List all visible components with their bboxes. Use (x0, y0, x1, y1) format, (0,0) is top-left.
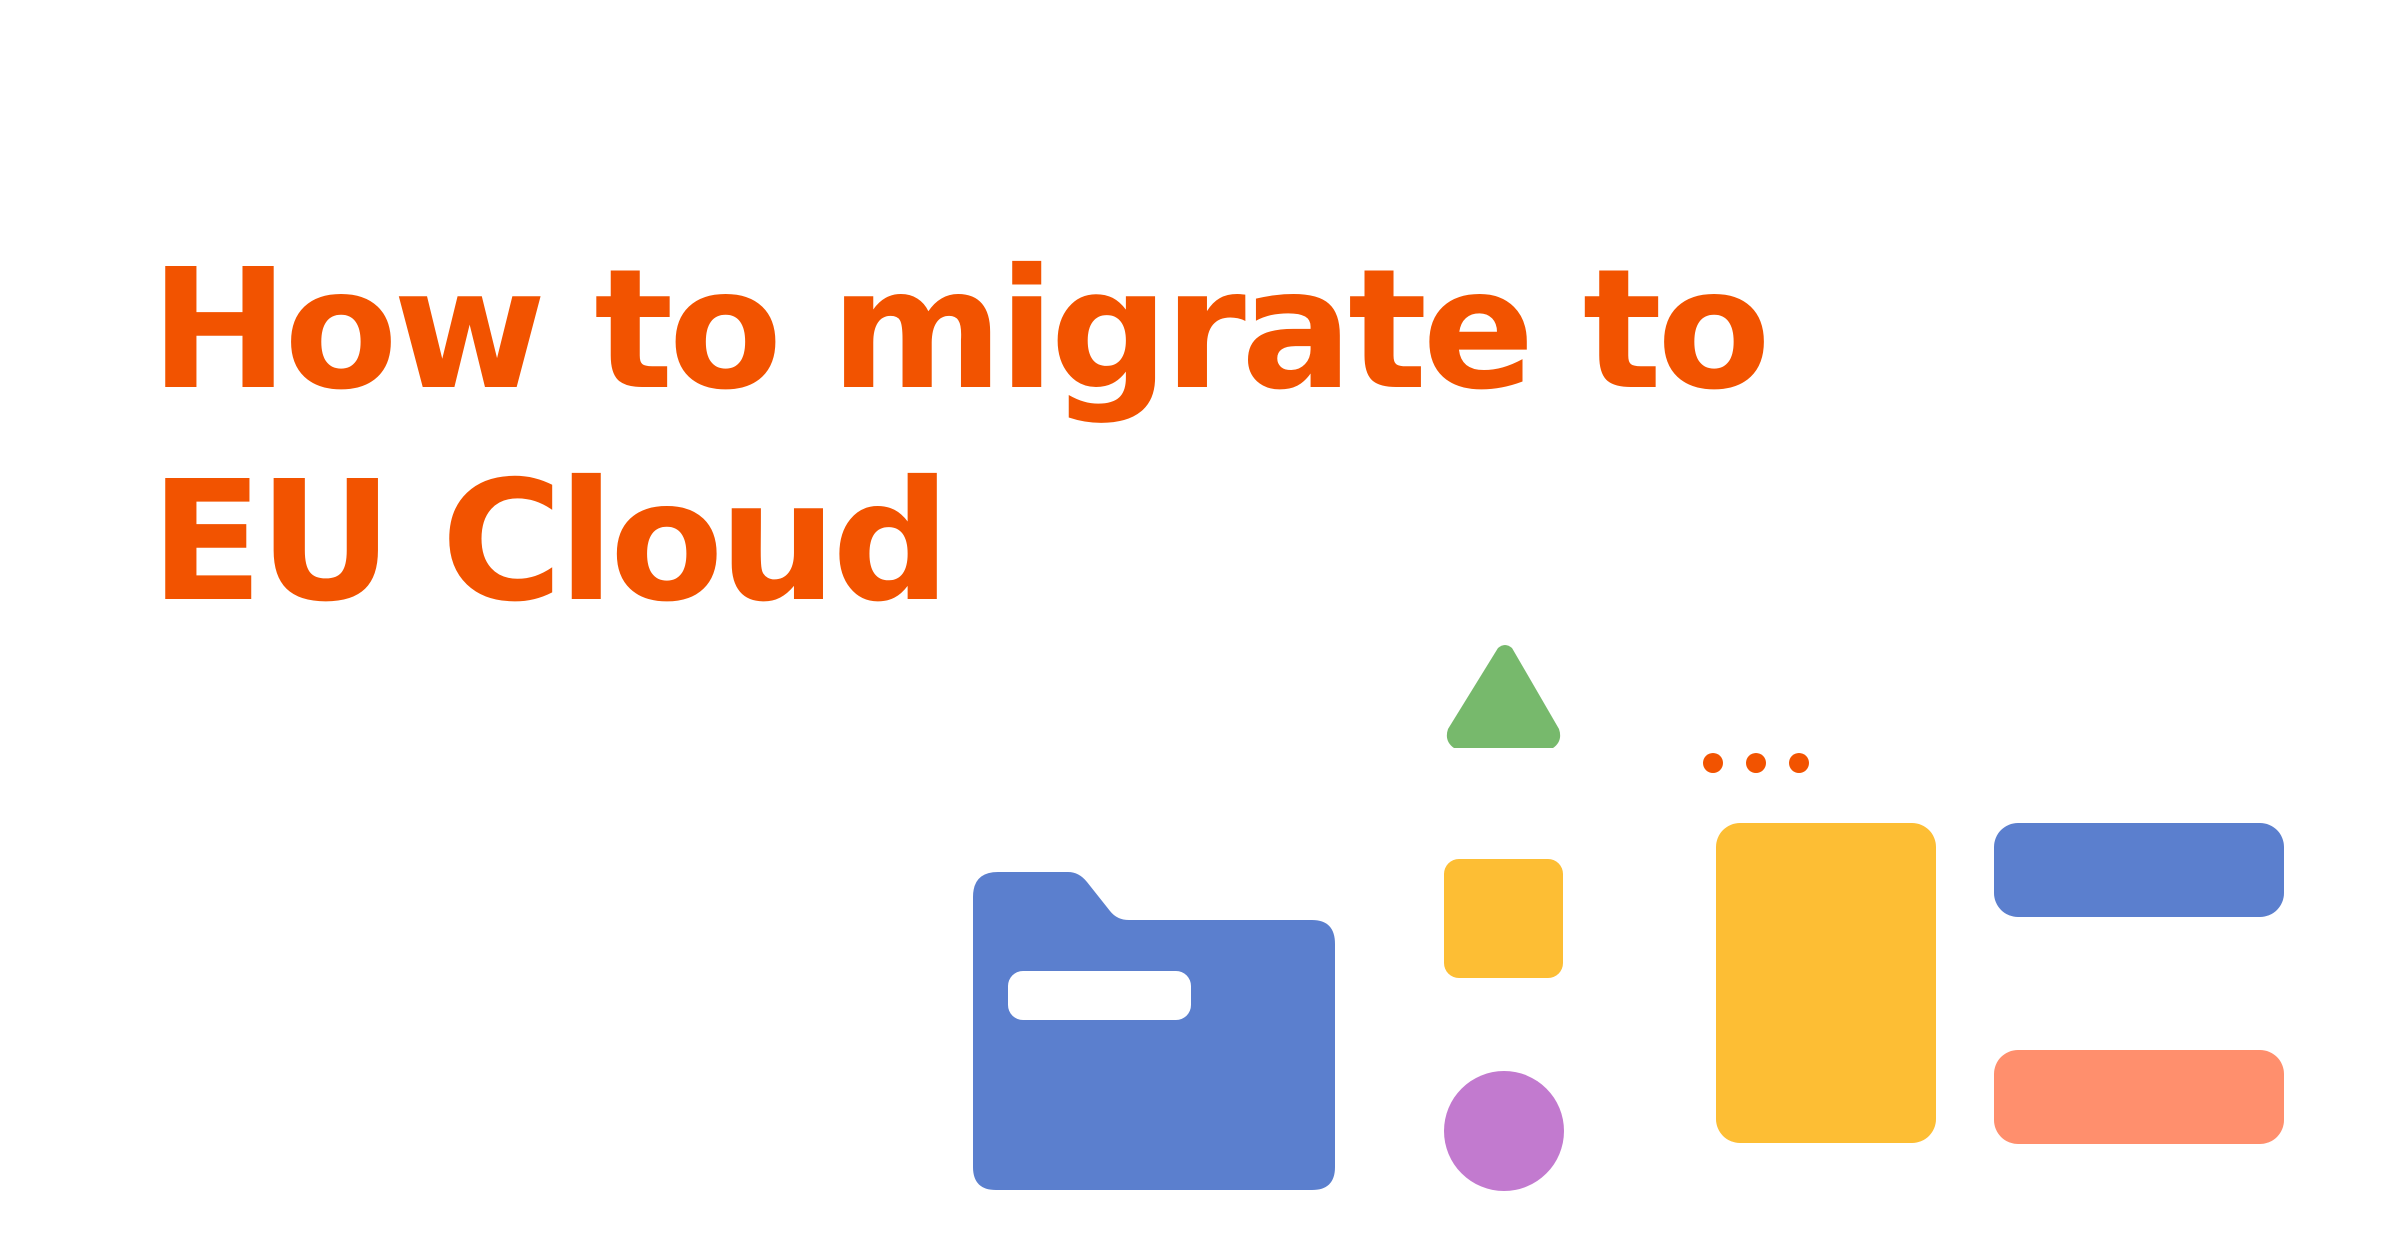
headline-line-2: EU Cloud (150, 446, 951, 639)
document-shape (1716, 823, 1936, 1143)
headline-line-1: How to migrate to (150, 234, 1771, 427)
square-shape (1444, 859, 1563, 978)
bar-shape-top (1994, 823, 2284, 917)
dots-icon (1703, 753, 1809, 773)
circle-shape (1444, 1071, 1564, 1191)
folder-label-slot (1008, 971, 1191, 1020)
headline: How to migrate to EU Cloud (150, 225, 1771, 649)
folder-icon (973, 872, 1335, 1190)
triangle-shape (1446, 645, 1561, 748)
bar-shape-bottom (1994, 1050, 2284, 1144)
